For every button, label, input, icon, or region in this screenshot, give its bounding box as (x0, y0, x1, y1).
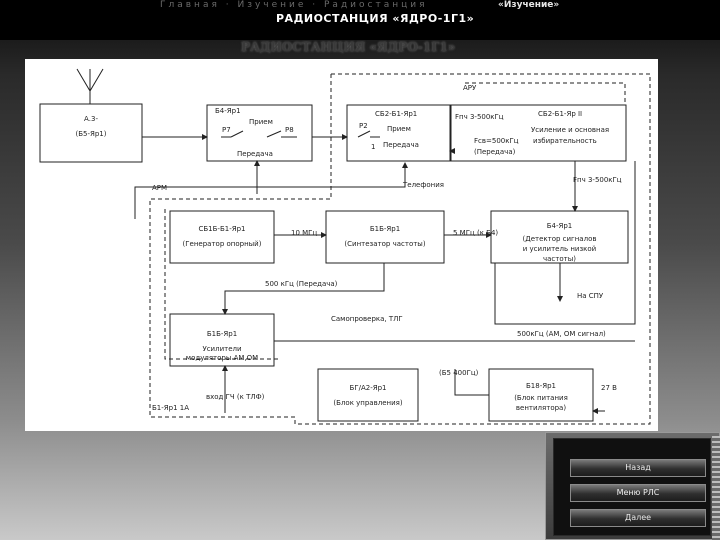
block-mod-desc2: модуляторы АМ,ОМ (185, 354, 259, 362)
block-synth (325, 210, 445, 264)
block-antenna-unit: (Б5-Яр1) (75, 130, 107, 138)
block-amp-desc2: избирательность (533, 137, 597, 145)
label-f500am: 500кГц (АМ, ОМ сигнал) (517, 330, 606, 338)
label-f-synth-out: 5 МГц (к.Б4) (453, 229, 499, 237)
back-button[interactable]: Назад (570, 459, 706, 477)
menu-button[interactable]: Меню РЛС (570, 484, 706, 502)
next-button[interactable]: Далее (570, 509, 706, 527)
contact-p7: Р7 (222, 126, 231, 134)
label-fin-top: Fпч 3-500кГц (455, 113, 504, 121)
label-telephony: Телефония (403, 181, 444, 189)
block-det-desc3: частоты) (543, 255, 576, 263)
block-mod-desc1: Усилители (202, 345, 242, 353)
label-apu: АРУ (463, 84, 477, 92)
block-switch-name: Б4-Яр1 (215, 107, 241, 115)
top-bar: Главная · Изучение · Радиостанция «Изуче… (0, 0, 720, 40)
block-det-desc1: (Детектор сигналов (522, 235, 597, 243)
block-ctrl-desc: (Блок управления) (333, 399, 403, 407)
label-tx-paren: (Передача) (474, 148, 516, 156)
block-sv-rx: Прием (387, 125, 411, 133)
block-gen (169, 210, 275, 264)
navigation-panel-inner: Назад Меню РЛС Далее (553, 438, 711, 536)
block-antenna-name: А.3- (84, 115, 98, 123)
label-v27: 27 В (601, 384, 617, 392)
block-amp (450, 104, 627, 162)
block-ctrl-name: БГ/А2-Яр1 (349, 384, 387, 392)
block-mod-name: Б1Б-Яр1 (206, 330, 238, 338)
block-antenna (39, 103, 143, 163)
block-sv-name: СБ2-Б1-Яр1 (375, 110, 418, 118)
block-ctrl (317, 368, 419, 422)
block-amp-desc1: Усиление и основная (531, 126, 610, 134)
block-diagram: А.3- (Б5-Яр1) Б4-Яр1 Прием Передача Р7 Р… (25, 59, 658, 431)
contact-p2: Р2 (359, 122, 368, 130)
label-fin-right: Fпч 3-500кГц (573, 176, 622, 184)
header-nav-text: Главная · Изучение · Радиостанция (160, 0, 428, 10)
label-unit-note: Б1-Яр1 1А (152, 404, 190, 412)
label-fout: Fсв=500кГц (474, 137, 519, 145)
block-gen-desc: (Генератор опорный) (182, 240, 262, 248)
block-vent-desc1: (Блок питания (514, 394, 568, 402)
label-mic-note: вход ГЧ (к ТЛФ) (206, 393, 265, 401)
label-to-spu: На СПУ (577, 292, 604, 300)
antenna-icon (76, 68, 104, 104)
contact-p8: Р8 (285, 126, 294, 134)
block-amp-name: СБ2-Б1-Яр II (538, 110, 583, 118)
block-switch-rx: Прием (249, 118, 273, 126)
block-det-name: Б4-Яр1 (546, 222, 573, 230)
block-synth-name: Б1Б-Яр1 (369, 225, 401, 233)
side-rail (712, 436, 720, 540)
header-mode-label: «Изучение» (498, 0, 560, 10)
block-sv-tx: Передача (383, 141, 419, 149)
navigation-panel: Назад Меню РЛС Далее (545, 432, 720, 540)
label-f500tx: 500 кГц (Передача) (265, 280, 338, 288)
label-f10: 10 МГц (291, 229, 318, 237)
label-f400: (Б5 400Гц) (439, 369, 479, 377)
block-vent-name: Б18-Яр1 (526, 382, 556, 390)
slide-title: РАДИОСТАНЦИЯ «ЯДРО-1Г1» (241, 40, 456, 54)
block-switch-tx: Передача (237, 150, 273, 158)
block-synth-desc: (Синтезатор частоты) (344, 240, 426, 248)
block-vent-desc2: вентилятора) (515, 404, 567, 412)
contact-p2-num: 1 (371, 143, 376, 151)
block-gen-name: СБ1Б-Б1-Яр1 (198, 225, 246, 233)
label-self-test: Самопроверка, ТЛГ (331, 315, 403, 323)
diagram-lines (39, 68, 651, 425)
header-title: РАДИОСТАНЦИЯ «ЯДРО-1Г1» (276, 12, 475, 25)
block-det-desc2: и усилитель низкой (522, 245, 597, 253)
label-arm: АРМ (152, 184, 168, 192)
block-sv (346, 104, 451, 162)
